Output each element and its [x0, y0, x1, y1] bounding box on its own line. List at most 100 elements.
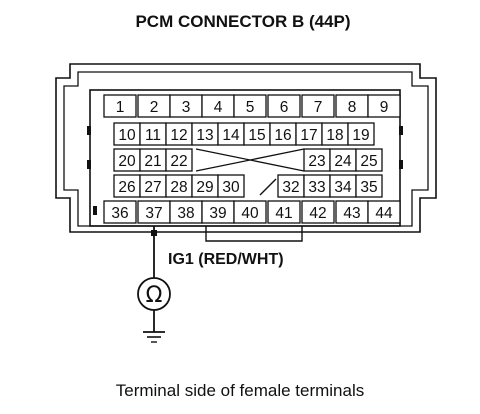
pin-label: 32: [282, 179, 299, 196]
ohmmeter-icon: Ω: [137, 277, 171, 311]
pin-label: 37: [145, 205, 162, 222]
probe-wire: [151, 226, 157, 278]
pin-label: 22: [170, 153, 187, 170]
pin-cell: [267, 94, 301, 118]
pin-cell: [301, 200, 335, 224]
pin-18: 18: [321, 122, 349, 146]
pin-2: 2: [137, 94, 171, 118]
diagram-caption: Terminal side of female terminals: [116, 381, 364, 400]
pin-9: 9: [367, 94, 401, 118]
pin-label: 5: [246, 99, 255, 116]
diagram-title: PCM CONNECTOR B (44P): [135, 12, 350, 31]
pin-label: 20: [118, 153, 136, 170]
pin-26: 26: [113, 174, 141, 198]
pin-label: 2: [150, 99, 159, 116]
pin-41: 41: [267, 200, 301, 224]
pin-5: 5: [233, 94, 267, 118]
pin-cell: [367, 94, 401, 118]
pin-label: 17: [300, 127, 317, 144]
pin-label: 18: [326, 127, 343, 144]
pin-34: 34: [329, 174, 357, 198]
pin-29: 29: [191, 174, 219, 198]
pin-20: 20: [113, 148, 141, 172]
pin-cell: [233, 94, 267, 118]
pin-label: 21: [144, 153, 161, 170]
pin-label: 15: [248, 127, 265, 144]
pin-cell: [233, 200, 267, 224]
pin-16: 16: [269, 122, 297, 146]
pin-label: 12: [170, 127, 187, 144]
pin-28: 28: [165, 174, 193, 198]
pin-6: 6: [267, 94, 301, 118]
pin-label: 9: [380, 99, 389, 116]
pin-label: 35: [360, 179, 377, 196]
pin-17: 17: [295, 122, 323, 146]
pin-label: 43: [343, 205, 360, 222]
pin-cell: [267, 200, 301, 224]
pin-43: 43: [335, 200, 369, 224]
pin-40: 40: [233, 200, 267, 224]
empty-cavity-marks: [195, 148, 305, 196]
pin-label: 44: [375, 205, 393, 222]
pin-4: 4: [201, 94, 235, 118]
pin-35: 35: [355, 174, 383, 198]
pin-1: 1: [103, 94, 137, 118]
pin-cell: [367, 200, 401, 224]
pin-36: 36: [103, 200, 137, 224]
pin-label: 11: [145, 127, 161, 144]
pin-label: 8: [348, 99, 357, 116]
pin-44: 44: [367, 200, 401, 224]
pin-label: 16: [274, 127, 291, 144]
pin-15: 15: [243, 122, 271, 146]
pin-33: 33: [303, 174, 331, 198]
pin-label: 41: [275, 205, 292, 222]
pin-label: 4: [214, 99, 223, 116]
ohm-symbol: Ω: [146, 283, 163, 308]
pin-label: 13: [196, 127, 213, 144]
pin-label: 23: [308, 153, 325, 170]
pin-27: 27: [139, 174, 167, 198]
pin-label: 42: [309, 205, 326, 222]
pin-label: 33: [308, 179, 325, 196]
pin-label: 28: [170, 179, 187, 196]
pin-label: 36: [111, 205, 128, 222]
pin-3: 3: [169, 94, 203, 118]
pin-label: 38: [177, 205, 194, 222]
connector-housing: [55, 63, 437, 242]
pin-label: 40: [241, 205, 259, 222]
pin-42: 42: [301, 200, 335, 224]
pin-label: 7: [314, 99, 323, 116]
pin-11: 11: [139, 122, 167, 146]
pin-24: 24: [329, 148, 357, 172]
pin-32: 32: [277, 174, 305, 198]
pin-8: 8: [335, 94, 369, 118]
pin-cell: [301, 94, 335, 118]
pin-label: 30: [222, 179, 240, 196]
pin-37: 37: [137, 200, 171, 224]
pin-cell: [355, 148, 383, 172]
pin-22: 22: [165, 148, 193, 172]
pin-23: 23: [303, 148, 331, 172]
pin-label: 39: [209, 205, 226, 222]
pin-30: 30: [217, 174, 245, 198]
pin-39: 39: [201, 200, 235, 224]
pin-label: 3: [182, 99, 191, 116]
pin-label: 25: [360, 153, 377, 170]
pin-label: 10: [118, 127, 136, 144]
pin-21: 21: [139, 148, 167, 172]
pin-12: 12: [165, 122, 193, 146]
pin-cell: [103, 200, 137, 224]
pin-38: 38: [169, 200, 203, 224]
pin-cell: [347, 122, 375, 146]
pin-13: 13: [191, 122, 219, 146]
pin-cell: [217, 174, 245, 198]
pin-10: 10: [113, 122, 141, 146]
pin-label: 26: [118, 179, 135, 196]
pin-7: 7: [301, 94, 335, 118]
pin-25: 25: [355, 148, 383, 172]
pin-cell: [165, 148, 193, 172]
pin-label: 34: [334, 179, 352, 196]
pin-cell: [103, 94, 137, 118]
